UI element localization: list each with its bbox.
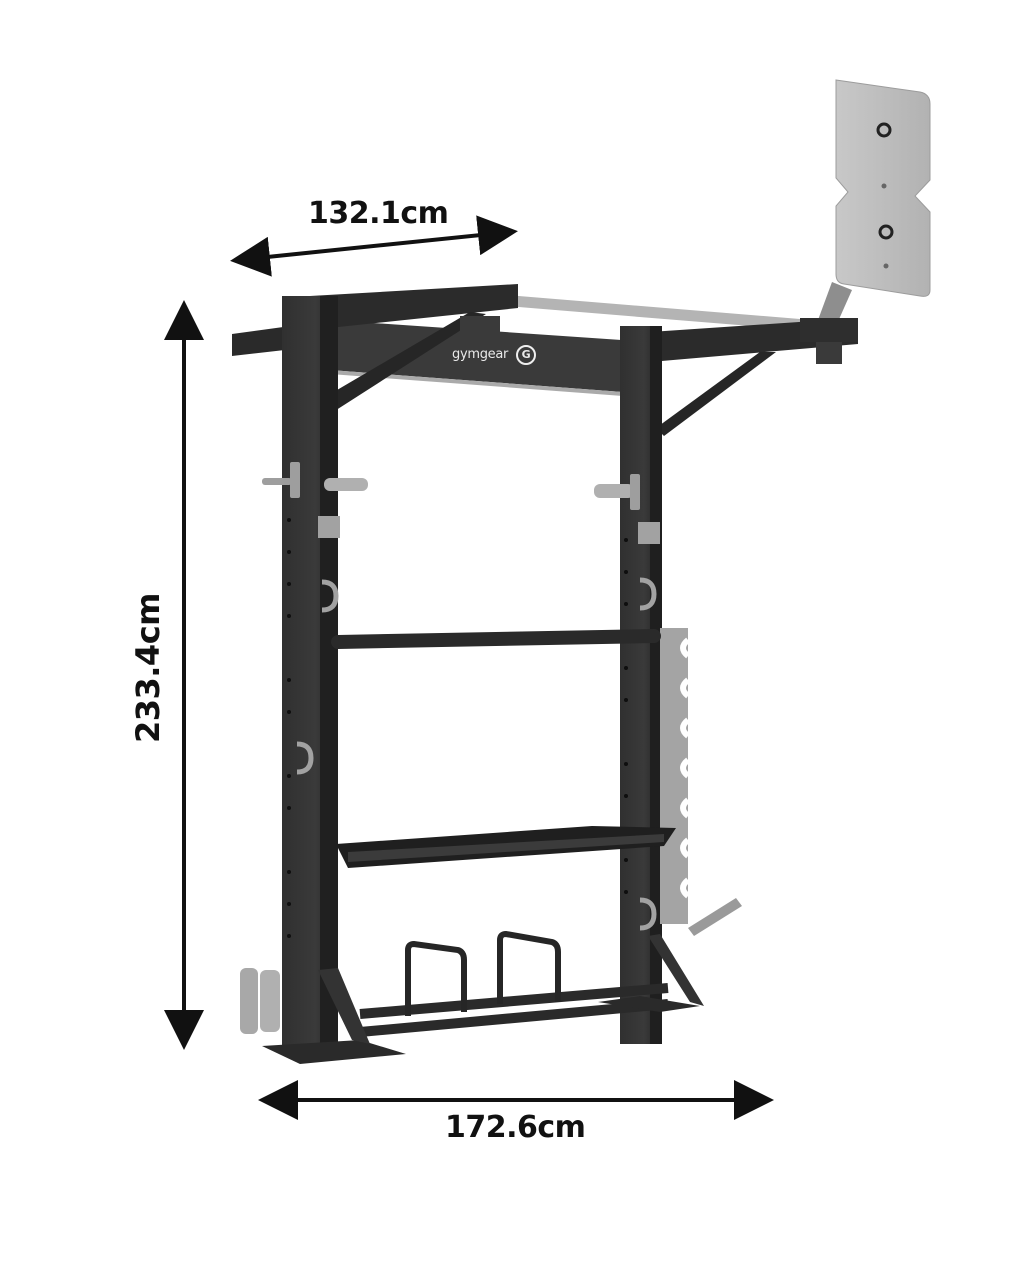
plate-logo-icon <box>876 122 894 269</box>
feet <box>262 934 704 1064</box>
dip-bar <box>331 629 661 649</box>
storage-shelf <box>336 826 676 868</box>
wall-mount-plate <box>818 79 931 326</box>
dimension-label-height: 233.4cm <box>129 592 167 744</box>
brand-logo-icon: G <box>515 345 536 365</box>
dimension-arrow-top-width <box>230 215 518 277</box>
right-upright-post <box>620 326 662 1044</box>
post-holes <box>287 518 628 938</box>
accessory-hooks <box>262 462 660 931</box>
right-overhead-arm <box>650 318 858 436</box>
bar-holder-rack <box>660 628 691 924</box>
left-upright-post <box>282 296 338 1046</box>
bottom-storage-frame <box>359 930 669 1037</box>
brand-logo: gymgear G <box>452 345 536 365</box>
brand-name-bold: gear <box>479 347 509 362</box>
dimension-label-bottom-width: 172.6cm <box>445 1110 586 1145</box>
rear-crossbeam <box>330 320 650 394</box>
landmine-attachment <box>240 898 742 1034</box>
brand-name-light: gym <box>452 347 480 362</box>
dimension-label-top-width: 132.1cm <box>308 196 449 231</box>
